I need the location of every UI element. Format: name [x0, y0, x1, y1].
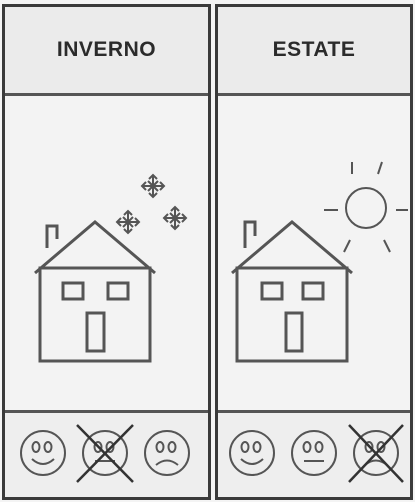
- winter-footer: [5, 410, 208, 497]
- winter-header: INVERNO: [5, 7, 208, 96]
- winter-title: INVERNO: [56, 38, 157, 61]
- winter-panel: INVERNO: [2, 4, 211, 500]
- smiley-sad-icon[interactable]: [144, 430, 190, 476]
- snowflake-icon: [140, 173, 166, 199]
- summer-body: [218, 96, 410, 414]
- summer-title: ESTATE: [272, 38, 356, 61]
- winter-faces: [20, 424, 190, 483]
- sun-icon: [324, 161, 408, 253]
- smiley-happy-icon[interactable]: [20, 430, 66, 476]
- house-icon: [34, 220, 156, 363]
- winter-body: [5, 96, 208, 414]
- summer-faces: [229, 424, 404, 483]
- smiley-happy-icon[interactable]: [229, 430, 275, 476]
- snowflake-icon: [162, 205, 188, 231]
- winter-scene: [34, 173, 188, 363]
- house-icon: [231, 220, 353, 363]
- summer-footer: [218, 410, 410, 497]
- summer-panel: ESTATE: [215, 4, 413, 500]
- smiley-neutral-crossed-icon[interactable]: [76, 424, 134, 483]
- summer-header: ESTATE: [218, 7, 410, 96]
- smiley-neutral-icon[interactable]: [291, 430, 337, 476]
- summer-scene: [231, 161, 408, 363]
- smiley-sad-crossed-icon[interactable]: [348, 424, 404, 483]
- snowflake-icon: [115, 209, 141, 235]
